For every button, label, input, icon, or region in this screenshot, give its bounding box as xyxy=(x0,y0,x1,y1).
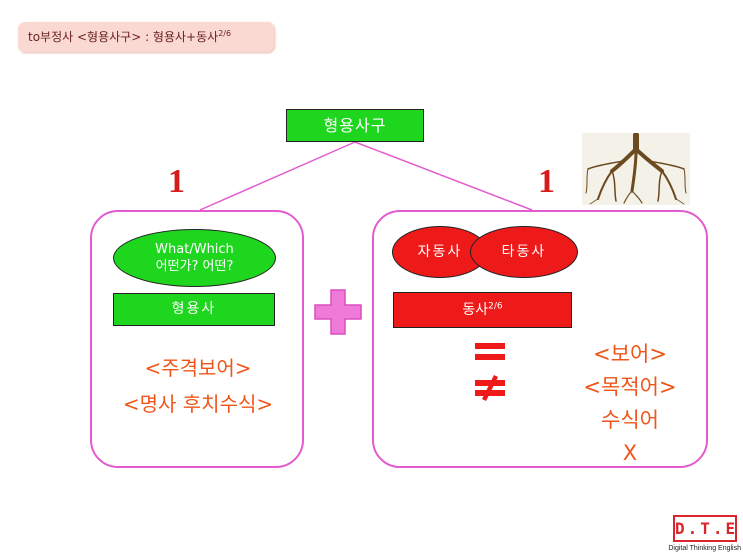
role-subject-complement: <주격보어> xyxy=(144,356,252,380)
right-branch-weight: 1 xyxy=(538,163,555,200)
right-roles: <보어> <목적어> 수식어 X xyxy=(560,338,700,470)
right-branch-line xyxy=(354,141,533,211)
left-branch-weight: 1 xyxy=(168,163,185,200)
left-branch-line xyxy=(199,141,356,211)
role-modifier: 수식어 xyxy=(601,408,659,432)
ellipse-line-2: 어떤가? 어떤? xyxy=(155,259,234,274)
left-roles: <주격보어> <명사 후치수식> xyxy=(96,350,300,422)
role-object: <목적어> xyxy=(583,375,677,399)
what-which-ellipse: What/Which 어떤가? 어떤? xyxy=(113,229,276,287)
title-tab: to부정사 <형용사구> : 형용사+동사2/6 xyxy=(18,22,274,52)
adjective-bar: 형용사 xyxy=(113,293,275,326)
root-node-adjective-phrase: 형용사구 xyxy=(286,109,424,142)
role-x: X xyxy=(622,441,638,465)
plus-icon xyxy=(314,289,362,335)
role-complement: <보어> xyxy=(593,342,667,366)
verb-bar-label: 동사 xyxy=(462,302,489,318)
equal-sign-icon xyxy=(475,343,505,360)
tree-roots-icon xyxy=(582,133,690,205)
right-panel-verb xyxy=(372,210,708,468)
title-superscript: 2/6 xyxy=(218,29,232,38)
verb-bar: 동사2/6 xyxy=(393,292,572,328)
logo-caption: Digital Thinking English xyxy=(668,545,741,552)
role-postmodifier: <명사 후치수식> xyxy=(122,392,274,416)
transitive-verb-ellipse: 타동사 xyxy=(470,226,578,278)
dte-logo: D.T.E xyxy=(673,515,737,542)
not-equal-sign-icon xyxy=(475,375,505,401)
ellipse-line-1: What/Which xyxy=(155,242,234,257)
verb-bar-superscript: 2/6 xyxy=(488,301,503,312)
title-text: to부정사 <형용사구> : 형용사+동사 xyxy=(28,30,219,44)
